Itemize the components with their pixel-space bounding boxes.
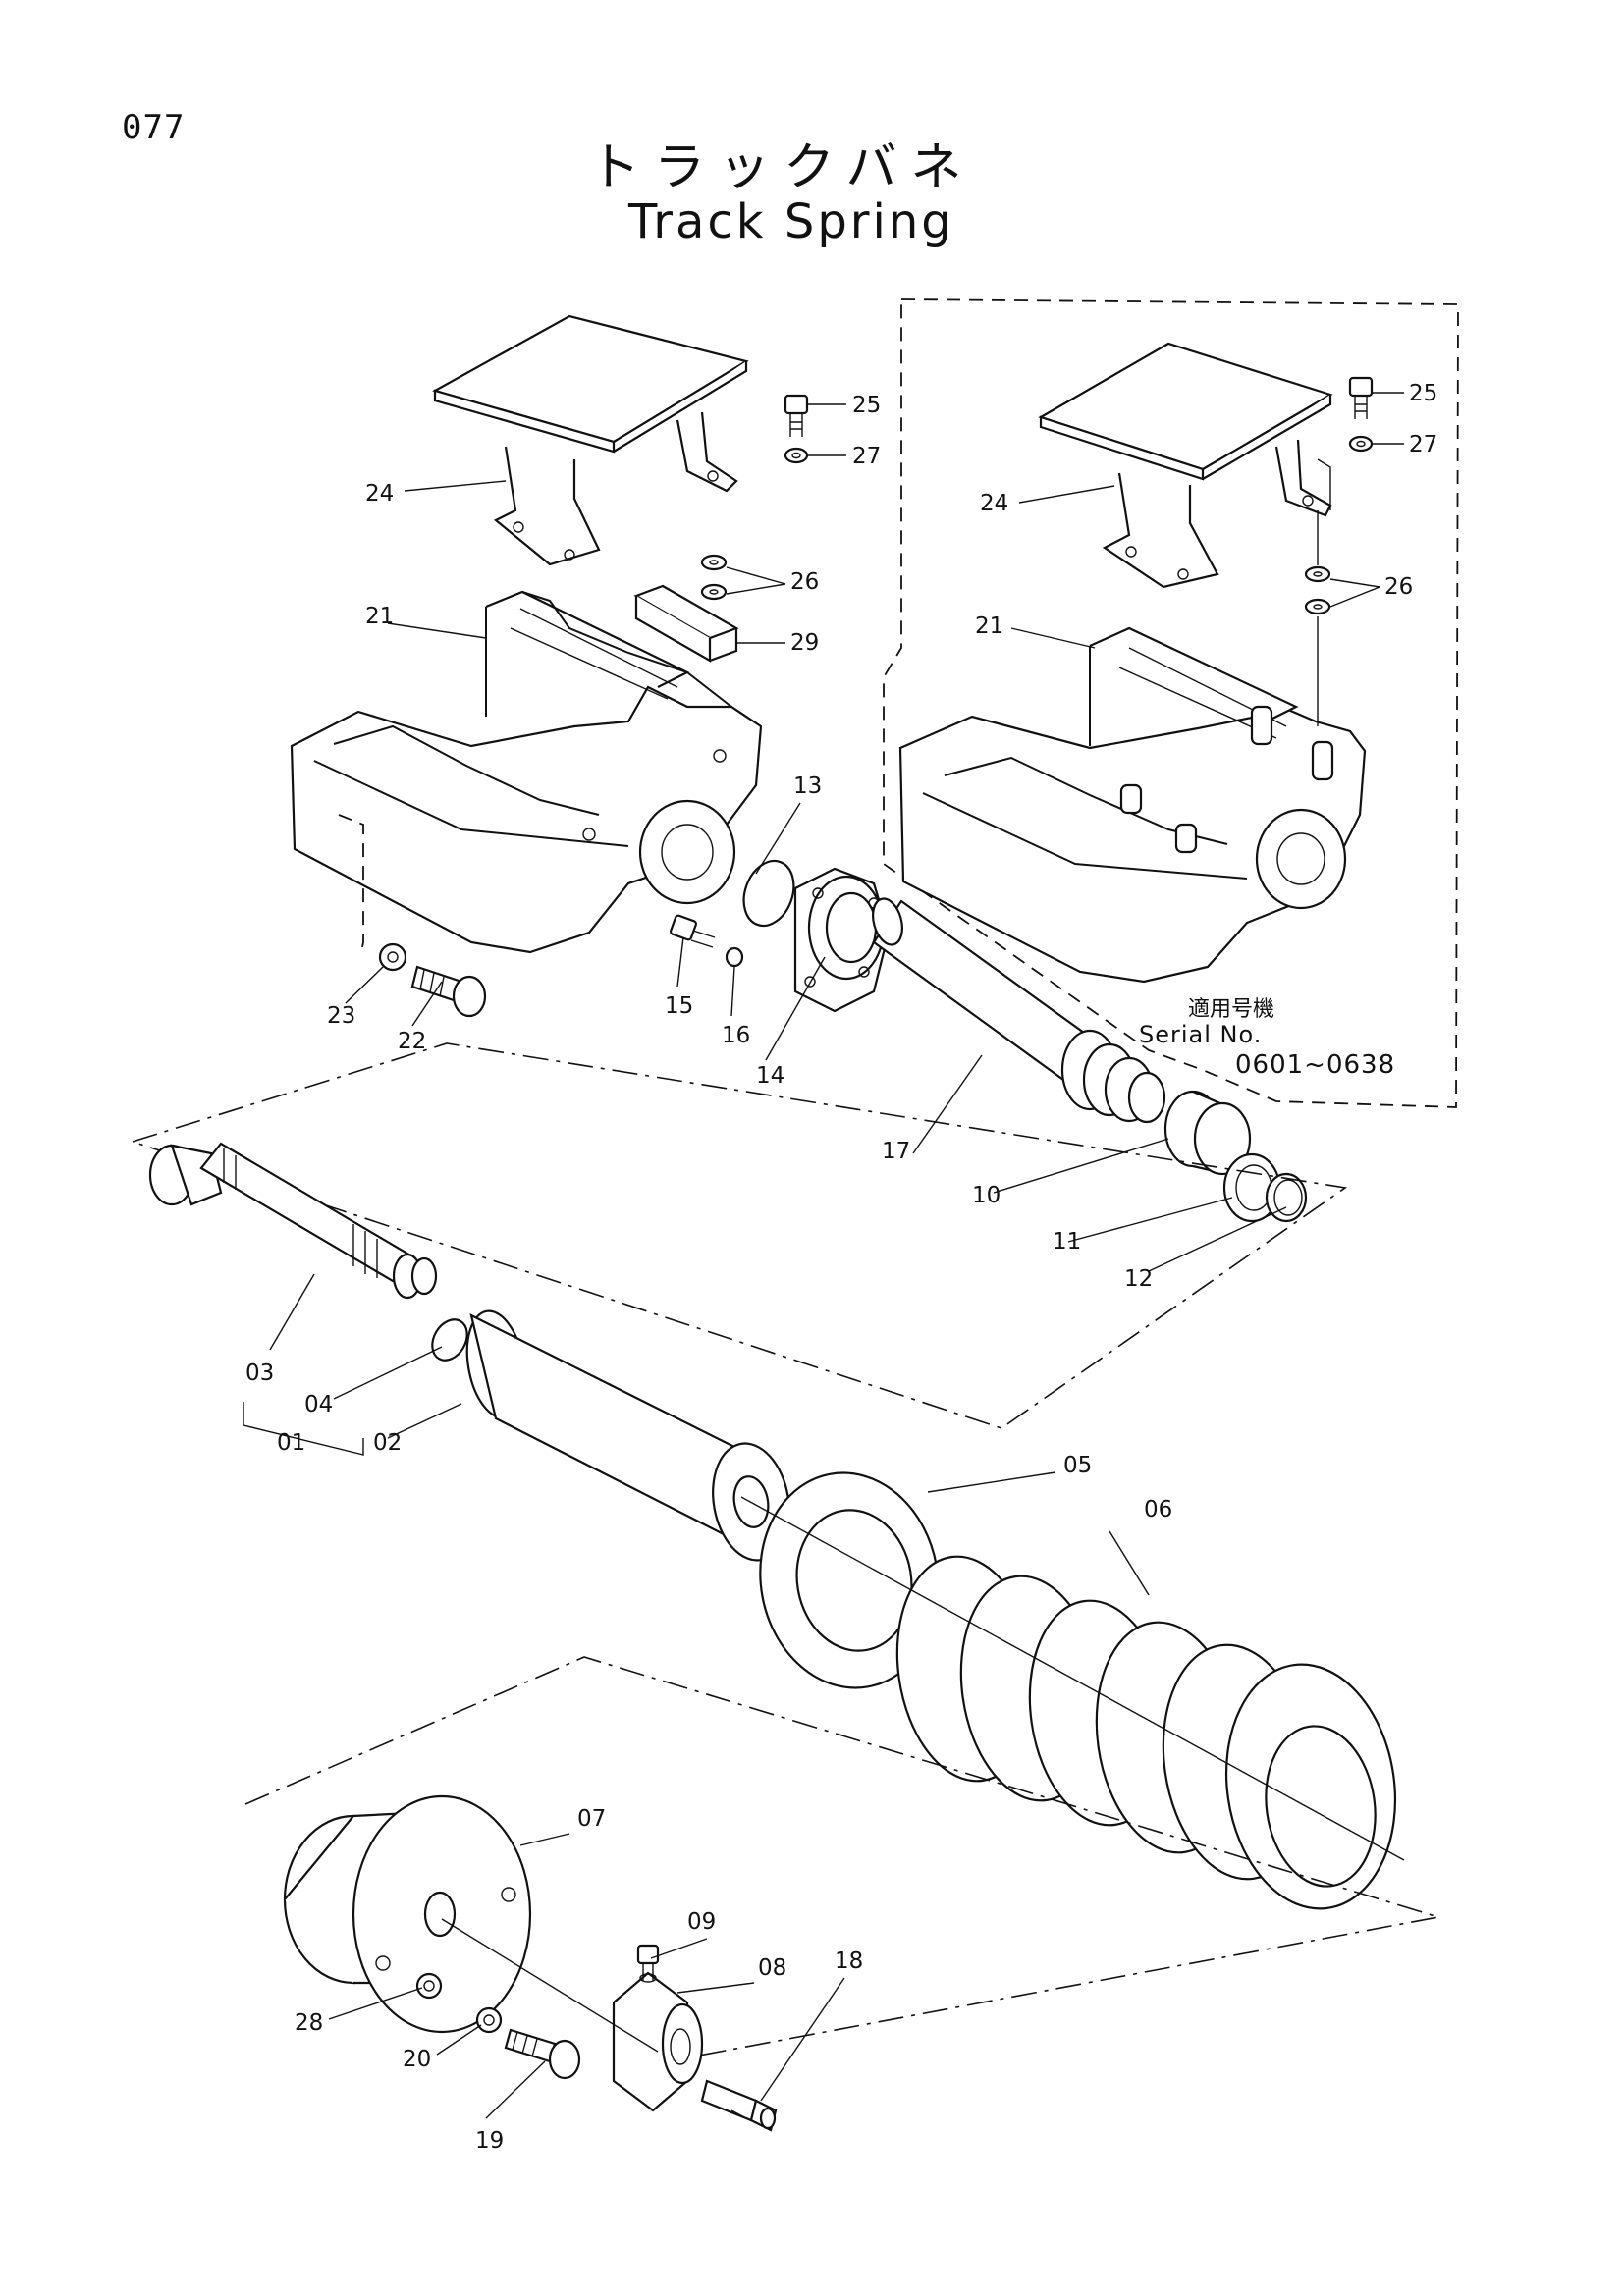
serial-range: 0601~0638 [1235, 1050, 1396, 1080]
callout-13: 13 [793, 774, 822, 799]
callout-labels: 25 27 24 26 21 29 13 15 16 14 23 22 17 1… [245, 381, 1437, 2154]
callout-18: 18 [835, 1949, 863, 1974]
callout-08: 08 [758, 1955, 786, 1981]
leader-lines [243, 392, 1404, 2119]
subassembly-frame-bottom [244, 1656, 1439, 2062]
spring-yoke-left [290, 590, 763, 954]
bolt-left-25 [784, 394, 809, 464]
callout-16: 16 [722, 1023, 750, 1048]
cover-plate-left [432, 314, 749, 566]
callout-06: 06 [1144, 1497, 1172, 1522]
callout-03: 03 [245, 1361, 274, 1386]
callout-22: 22 [398, 1029, 426, 1054]
callout-26-left: 26 [790, 569, 819, 595]
o-ring-04 [431, 1318, 468, 1362]
serial-label-japanese: 適用号機 [1188, 997, 1275, 1022]
callout-20: 20 [403, 2047, 431, 2072]
valve-axis [441, 1918, 747, 2119]
cylinder-17 [872, 897, 1166, 1124]
bushing-10 [1163, 1090, 1252, 1176]
callout-21-right: 21 [975, 614, 1003, 639]
cover-plate-right [1038, 342, 1333, 589]
bolt-15 [669, 914, 744, 968]
callout-14: 14 [756, 1063, 784, 1089]
spring-seat-05 [759, 1471, 940, 1689]
spacer-block-29 [633, 584, 739, 663]
bolt-right-25 [1348, 376, 1374, 453]
snap-ring-12 [1265, 1172, 1308, 1223]
callout-23: 23 [327, 1003, 355, 1029]
leader-right-bolt-axis [1317, 458, 1331, 726]
callout-25-right: 25 [1409, 381, 1437, 406]
callout-28: 28 [295, 2010, 323, 2036]
rod-03 [148, 1142, 438, 1300]
serial-label: Serial No. [1139, 1021, 1263, 1048]
spring-yoke-right [898, 626, 1367, 984]
callout-11: 11 [1053, 1229, 1081, 1255]
callout-09: 09 [687, 1909, 716, 1935]
washers-right-26 [1304, 565, 1331, 615]
callout-27-left: 27 [852, 444, 881, 469]
washers-28-20 [415, 1972, 503, 2034]
spring-axis [740, 1496, 1405, 1861]
callout-17: 17 [882, 1139, 910, 1164]
serial-version-boundary [883, 298, 1459, 1108]
callout-10: 10 [972, 1183, 1001, 1208]
callout-25-left: 25 [852, 393, 881, 418]
callout-07: 07 [577, 1806, 606, 1832]
flange-14 [793, 867, 891, 1013]
end-cap-07 [283, 1794, 532, 2034]
callout-01: 01 [277, 1430, 305, 1456]
coil-spring-06 [895, 1555, 1397, 1910]
callout-27-right: 27 [1409, 432, 1437, 457]
title-english: Track Spring [628, 194, 954, 249]
callout-19: 19 [475, 2128, 504, 2154]
callout-12: 12 [1124, 1266, 1153, 1292]
bolt-19 [504, 2028, 581, 2080]
o-ring-13 [742, 859, 795, 928]
callout-05: 05 [1063, 1453, 1092, 1478]
callout-02: 02 [373, 1430, 402, 1456]
callout-29: 29 [790, 630, 819, 656]
tube-02 [465, 1309, 790, 1564]
page-number: 077 [122, 108, 186, 147]
subassembly-frame-01 [132, 1042, 1348, 1429]
callout-24-right: 24 [980, 491, 1008, 516]
callout-26-right: 26 [1384, 574, 1413, 600]
callout-21-left: 21 [365, 604, 394, 629]
callout-15: 15 [665, 993, 693, 1019]
washers-left-26 [700, 554, 728, 601]
washer-bolt-22-23 [378, 942, 487, 1018]
callout-04: 04 [304, 1392, 333, 1417]
valve-block-08 [612, 1971, 704, 2112]
title-japanese: トラックバネ [589, 138, 976, 197]
plug-09 [636, 1944, 660, 1981]
callout-24-left: 24 [365, 481, 394, 507]
grease-fitting-18 [700, 2079, 778, 2132]
